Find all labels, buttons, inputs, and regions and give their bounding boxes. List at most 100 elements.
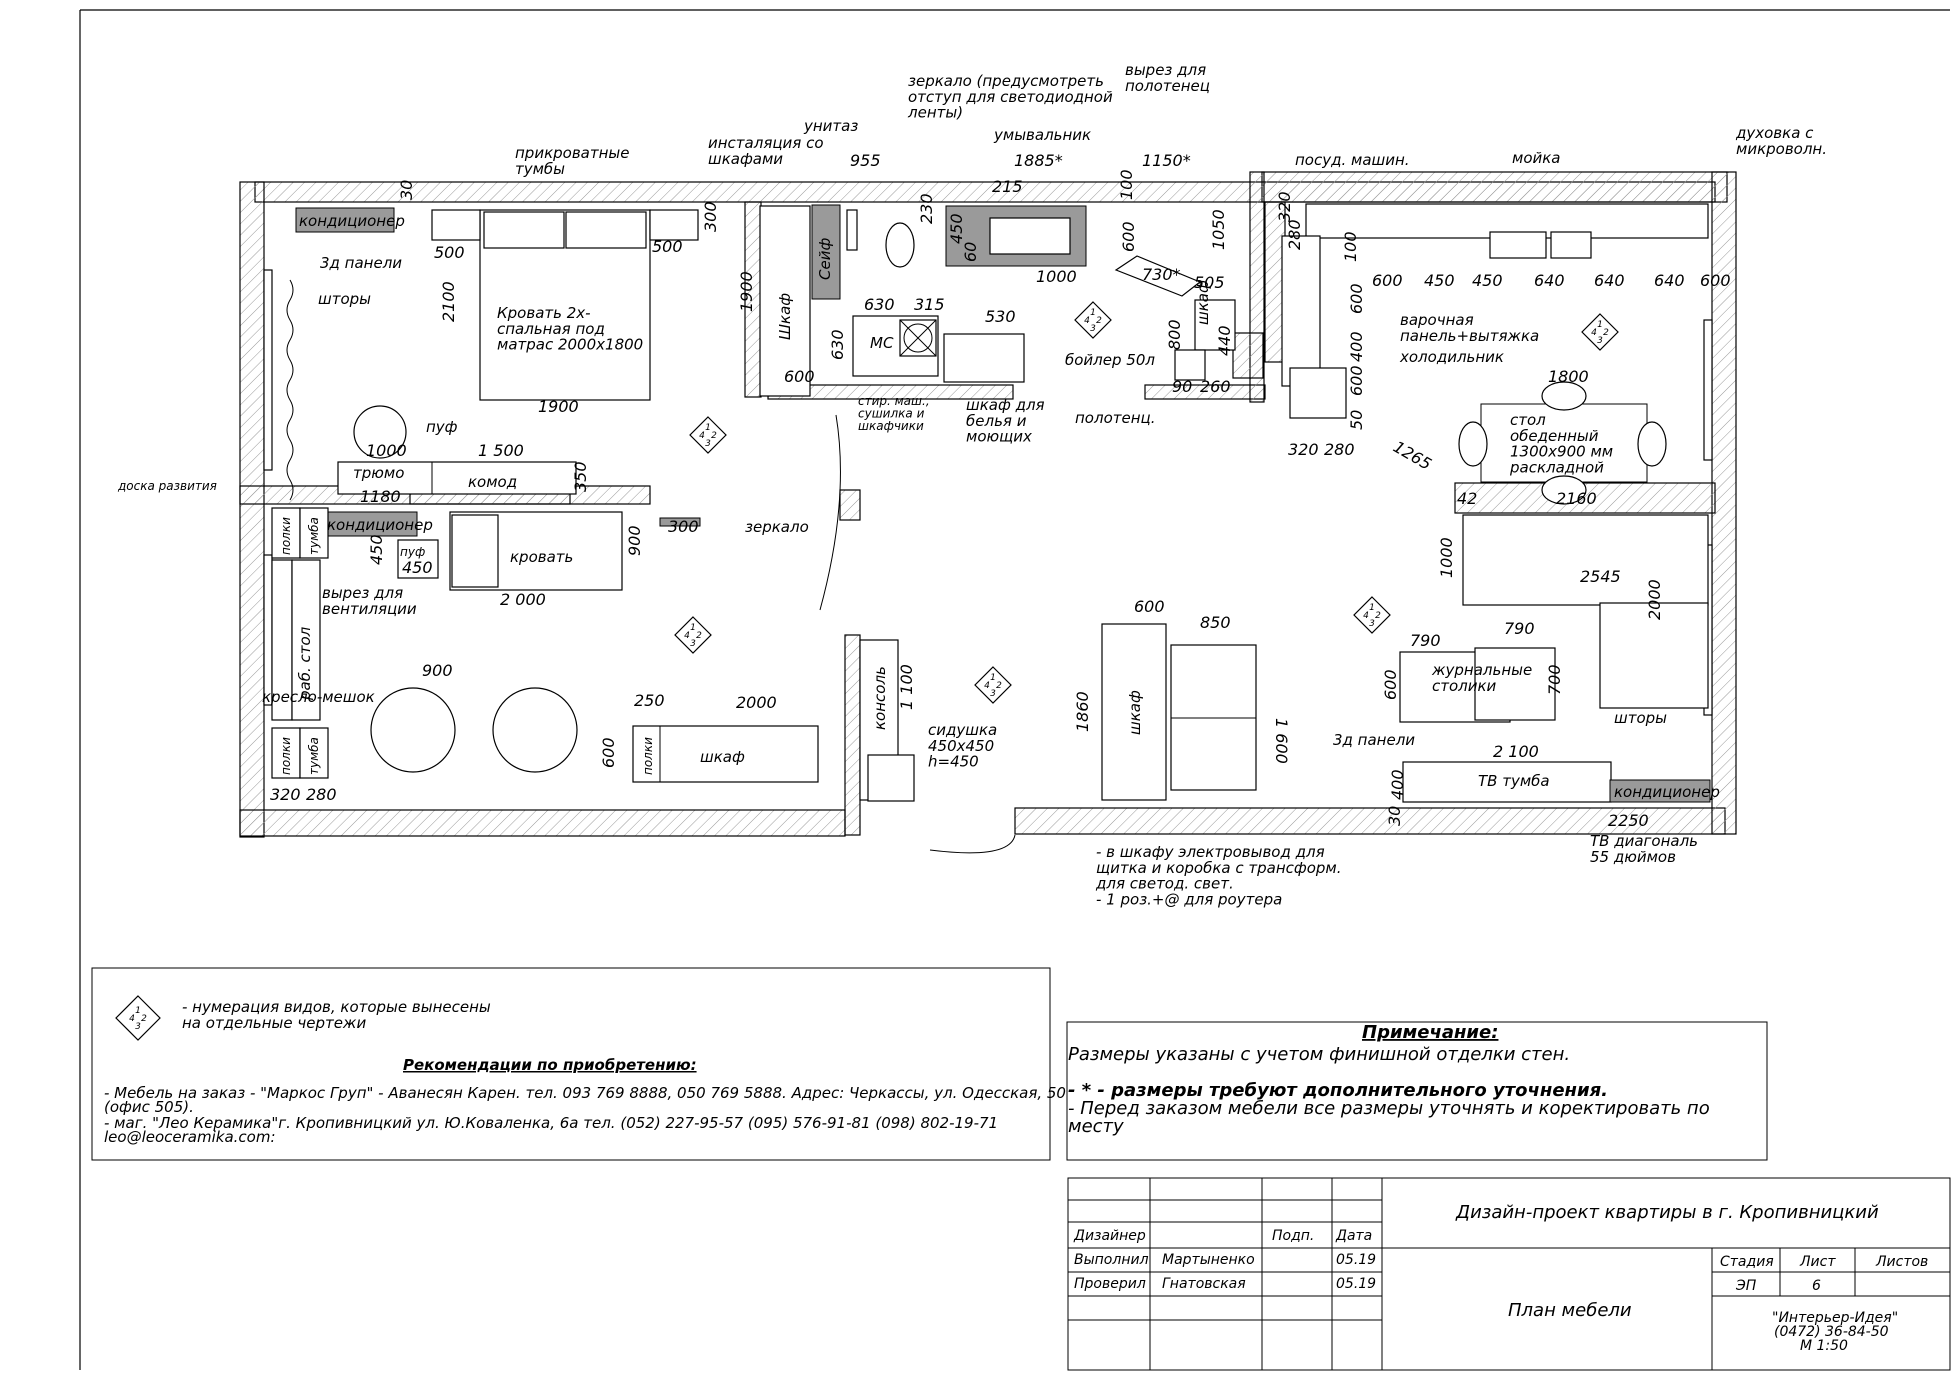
view-marker-digit: 1 xyxy=(1597,320,1603,330)
label-toilet: унитаз xyxy=(803,117,858,135)
dimension-bedroom-7: 1000 xyxy=(366,441,407,460)
counter-left xyxy=(1281,235,1321,387)
dimension-kitchen-4: 450 xyxy=(1424,271,1455,290)
wardrobe-kids xyxy=(632,725,819,783)
dimension-bedroom-9: 350 xyxy=(571,461,590,492)
coffee-table-2 xyxy=(1474,647,1556,721)
dimension-bedroom-2: 500 xyxy=(652,237,683,256)
seat xyxy=(867,754,915,802)
label-ottoman-bedroom: пуф xyxy=(426,418,458,436)
tb-role-checked: Проверил xyxy=(1074,1276,1146,1292)
view-marker-digit: 2 xyxy=(1096,316,1102,326)
view-marker-digit: 4 xyxy=(684,631,690,641)
dimension-bathroom-11: 730* xyxy=(1142,265,1181,284)
legend-rec-line-3: - маг. "Лео Керамика"г. Кропивницкий ул.… xyxy=(104,1114,998,1132)
view-marker-digit: 4 xyxy=(1084,316,1090,326)
dimension-living-3: 2545 xyxy=(1580,567,1621,586)
ac-bedroom xyxy=(295,207,395,233)
dimension-bathroom-18: 440 xyxy=(1215,325,1234,356)
dimension-living-11: 30 xyxy=(1385,806,1404,826)
label-fridge: холодильник xyxy=(1399,348,1504,366)
dimension-bathroom-3: 215 xyxy=(992,177,1023,196)
dimension-hall-2: 850 xyxy=(1200,613,1231,632)
view-marker-digit: 2 xyxy=(996,681,1002,691)
label-console: консоль xyxy=(871,666,889,730)
bedside-right xyxy=(649,209,699,241)
ottoman-bedroom xyxy=(353,405,407,459)
dimension-bathroom-0: 955 xyxy=(850,151,881,170)
dimension-living-0: 42 xyxy=(1457,489,1477,508)
wardrobe-bedroom xyxy=(759,205,811,397)
tb-project: Дизайн-проект квартиры в г. Кропивницкий xyxy=(1455,1202,1879,1223)
label-3d-panels-bedroom: 3д панели xyxy=(320,254,402,272)
dimension-kitchen-14: 320 xyxy=(1288,440,1319,459)
view-marker-digit: 3 xyxy=(705,439,711,449)
dimension-bathroom-19: 90 xyxy=(1172,377,1192,396)
tb-role-designer: Дизайнер xyxy=(1073,1228,1146,1244)
tb-date-checked: 05.19 xyxy=(1336,1276,1376,1292)
tb-name-checked: Гнатовская xyxy=(1162,1276,1246,1292)
legend-rec-line-2: (офис 505). xyxy=(104,1098,194,1116)
label-curtains-living: шторы xyxy=(1614,709,1667,727)
view-marker-digit: 1 xyxy=(1369,603,1375,613)
view-marker-digit: 3 xyxy=(690,639,696,649)
label-nightstand-kids-2: тумба xyxy=(307,737,321,775)
dimension-bathroom-13: 630 xyxy=(864,295,895,314)
dimension-bathroom-20: 260 xyxy=(1200,377,1231,396)
label-shelves-kids-2: полки xyxy=(279,737,293,775)
view-marker-digit: 3 xyxy=(1597,336,1603,346)
legend-box xyxy=(91,967,1051,1161)
view-marker-digit: 4 xyxy=(699,431,705,441)
dimension-kids-1: 450 xyxy=(402,558,433,577)
view-marker-digit: 2 xyxy=(1375,611,1381,621)
dimension-bathroom-15: 530 xyxy=(985,307,1016,326)
dimension-bathroom-14: 315 xyxy=(914,295,945,314)
legend-rec-line-1: - Мебель на заказ - "Маркос Груп" - Аван… xyxy=(104,1084,1066,1102)
label-tv-stand: ТВ тумба xyxy=(1478,772,1550,790)
dimension-bedroom-6: 1900 xyxy=(538,397,579,416)
dimension-hall-0: 1 100 xyxy=(897,664,916,710)
dimension-kids-9: 320 xyxy=(270,785,301,804)
label-mc: МС xyxy=(870,334,894,352)
sofa xyxy=(1462,514,1709,606)
dimension-living-6: 790 xyxy=(1504,619,1535,638)
dimension-bathroom-6: 450 xyxy=(947,213,966,244)
label-mirror-kids: зеркало xyxy=(745,518,809,536)
walls xyxy=(239,171,1737,838)
dimension-living-8: 700 xyxy=(1545,664,1564,695)
desk-kids xyxy=(291,559,321,721)
dimension-kitchen-10: 600 xyxy=(1347,283,1366,314)
dimension-bedroom-10: 1180 xyxy=(360,487,401,506)
tb-h-sheet: Лист xyxy=(1799,1254,1836,1270)
dimension-bathroom-1: 1885* xyxy=(1014,151,1063,170)
tb-stage: ЭП xyxy=(1735,1278,1757,1294)
note-line-2: - * - размеры требуют дополнительного ут… xyxy=(1068,1080,1608,1101)
boiler-cabinet xyxy=(1194,299,1236,351)
dresser xyxy=(337,461,577,495)
label-kitchen-sink: мойка xyxy=(1512,149,1561,167)
tb-col-date: Дата xyxy=(1335,1228,1372,1244)
note-line-1: Размеры указаны с учетом финишной отделк… xyxy=(1068,1044,1570,1065)
label-dresser: комод xyxy=(468,473,517,491)
view-marker-digit: 4 xyxy=(1591,328,1597,338)
dimension-bedroom-8: 1 500 xyxy=(478,441,524,460)
dimension-kids-7: 2000 xyxy=(736,693,777,712)
label-towels: полотенц. xyxy=(1075,409,1156,427)
view-marker-digit: 2 xyxy=(141,1014,147,1024)
tv-stand xyxy=(1402,761,1612,803)
dimension-kitchen-16: 1800 xyxy=(1548,367,1589,386)
dimension-kitchen-17: 1265 xyxy=(1390,437,1435,474)
dimension-kitchen-7: 640 xyxy=(1594,271,1625,290)
title-block xyxy=(1067,1177,1951,1371)
bedroom-furniture xyxy=(286,204,841,501)
dimension-bathroom-4: 230 xyxy=(917,193,936,224)
label-shelves2: полки xyxy=(641,737,655,775)
label-mirror-table: трюмо xyxy=(353,464,404,482)
